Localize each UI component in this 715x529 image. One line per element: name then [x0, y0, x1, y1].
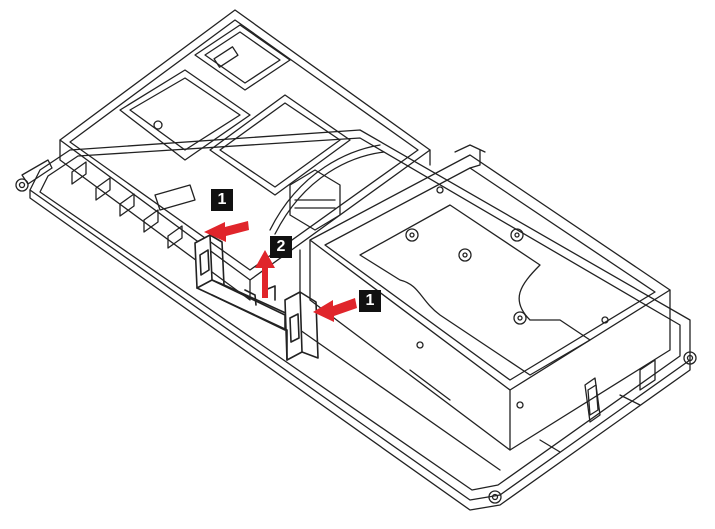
step-1-callout-top: 1: [211, 189, 233, 211]
arrow-left-bottom: [313, 298, 357, 322]
arrow-left-top: [204, 221, 249, 242]
drive-bracket: [194, 234, 319, 361]
arrow-up: [255, 250, 275, 298]
step-1-callout-bottom: 1: [359, 290, 381, 312]
step-2-callout: 2: [270, 236, 292, 258]
action-arrows: [204, 221, 357, 322]
chassis-upper-frame: [59, 9, 431, 301]
chassis-tray: [15, 129, 697, 511]
